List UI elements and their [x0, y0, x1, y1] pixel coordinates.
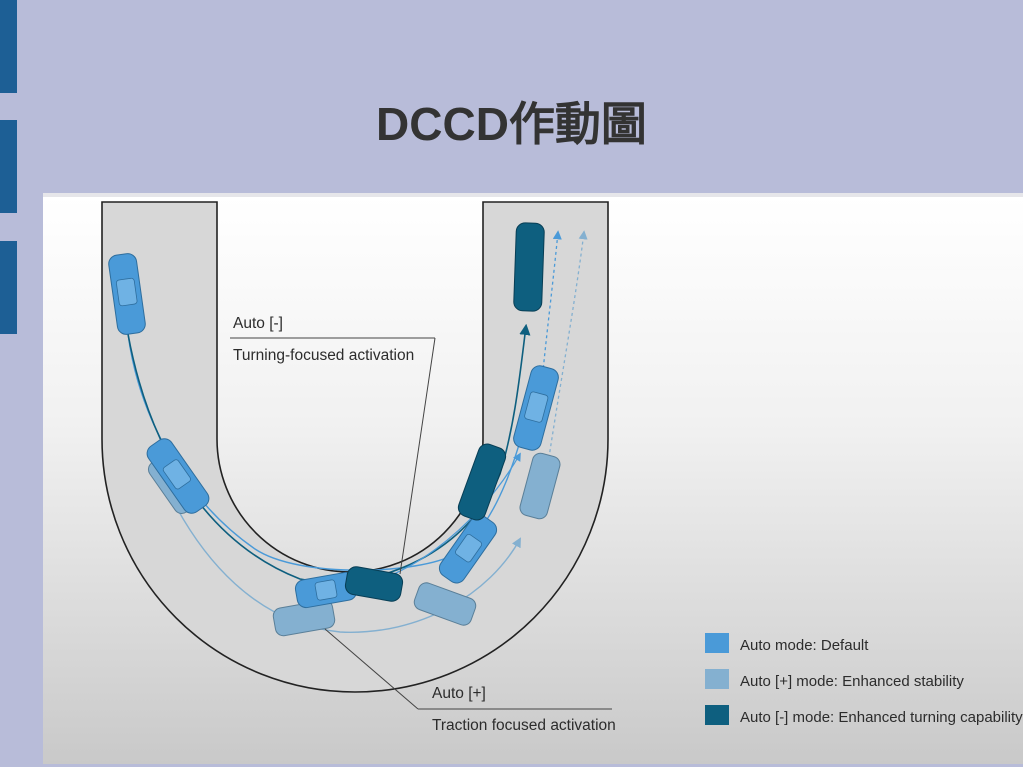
road-surface [101, 201, 609, 693]
legend-swatch-turning [705, 705, 729, 725]
car-default-1 [108, 253, 146, 335]
car-turning-2 [457, 443, 507, 521]
callout-bottom-desc: Traction focused activation [432, 717, 616, 734]
car-default-5 [513, 365, 559, 451]
dccd-diagram: Auto [-] Turning-focused activation Auto… [101, 201, 1023, 734]
car-default-3 [294, 571, 358, 609]
car-stability-4 [519, 452, 561, 520]
callout-top-mode: Auto [-] [233, 315, 283, 332]
accent-bar-top [0, 0, 17, 93]
slide-title: DCCD作動圖 [376, 98, 647, 150]
legend-swatch-default [705, 633, 729, 653]
car-turning-3 [513, 222, 545, 312]
car-default-2 [146, 438, 210, 514]
car-stability-3 [413, 582, 477, 626]
dotted-line-default [539, 230, 562, 405]
callout-top-desc: Turning-focused activation [233, 347, 414, 364]
legend-swatch-stability [705, 669, 729, 689]
accent-bar-middle [0, 120, 17, 213]
dccd-diagram-panel: Auto [-] Turning-focused activation Auto… [43, 193, 1023, 764]
legend-label-stability: Auto [+] mode: Enhanced stability [740, 673, 964, 690]
callout-top-leader [399, 337, 436, 575]
driving-line-stability [159, 473, 521, 633]
legend: Auto mode: Default Auto [+] mode: Enhanc… [705, 633, 1023, 726]
callout-bottom-leader [324, 628, 419, 710]
dotted-line-stability [547, 230, 588, 465]
car-turning-1 [344, 566, 404, 602]
legend-label-default: Auto mode: Default [740, 637, 869, 654]
callout-bottom-mode: Auto [+] [432, 685, 486, 702]
car-default-4 [438, 514, 498, 584]
accent-bar-bottom [0, 241, 17, 334]
legend-label-turning: Auto [-] mode: Enhanced turning capabili… [740, 709, 1023, 726]
